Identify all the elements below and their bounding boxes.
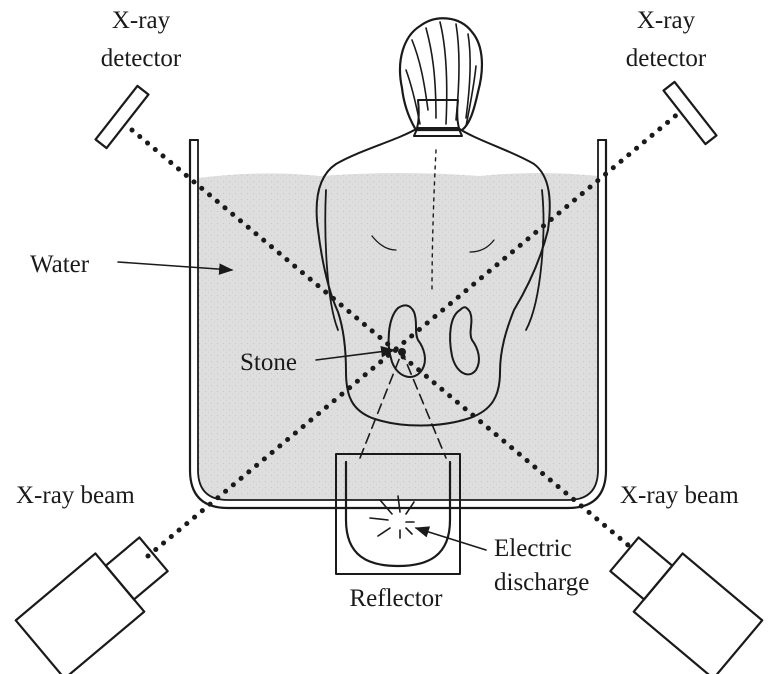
label-beam-left: X-ray beam <box>16 482 135 509</box>
xray-source-left <box>16 525 178 674</box>
label-detector-right-1: X-ray <box>637 7 696 34</box>
label-stone: Stone <box>240 349 297 376</box>
electric-discharge <box>370 496 414 538</box>
label-detector-right-2: detector <box>626 45 707 72</box>
label-water: Water <box>30 251 90 278</box>
label-detector-left-2: detector <box>101 45 182 72</box>
xray-detector-right <box>664 82 717 144</box>
label-detector-left-1: X-ray <box>112 7 171 34</box>
label-discharge-1: Electric <box>494 535 572 562</box>
label-reflector: Reflector <box>349 585 443 612</box>
xray-source-right <box>600 525 762 674</box>
label-beam-right: X-ray beam <box>620 482 739 509</box>
label-discharge-2: discharge <box>494 569 589 596</box>
water-body <box>198 173 598 500</box>
discharge-arrow <box>416 528 486 550</box>
